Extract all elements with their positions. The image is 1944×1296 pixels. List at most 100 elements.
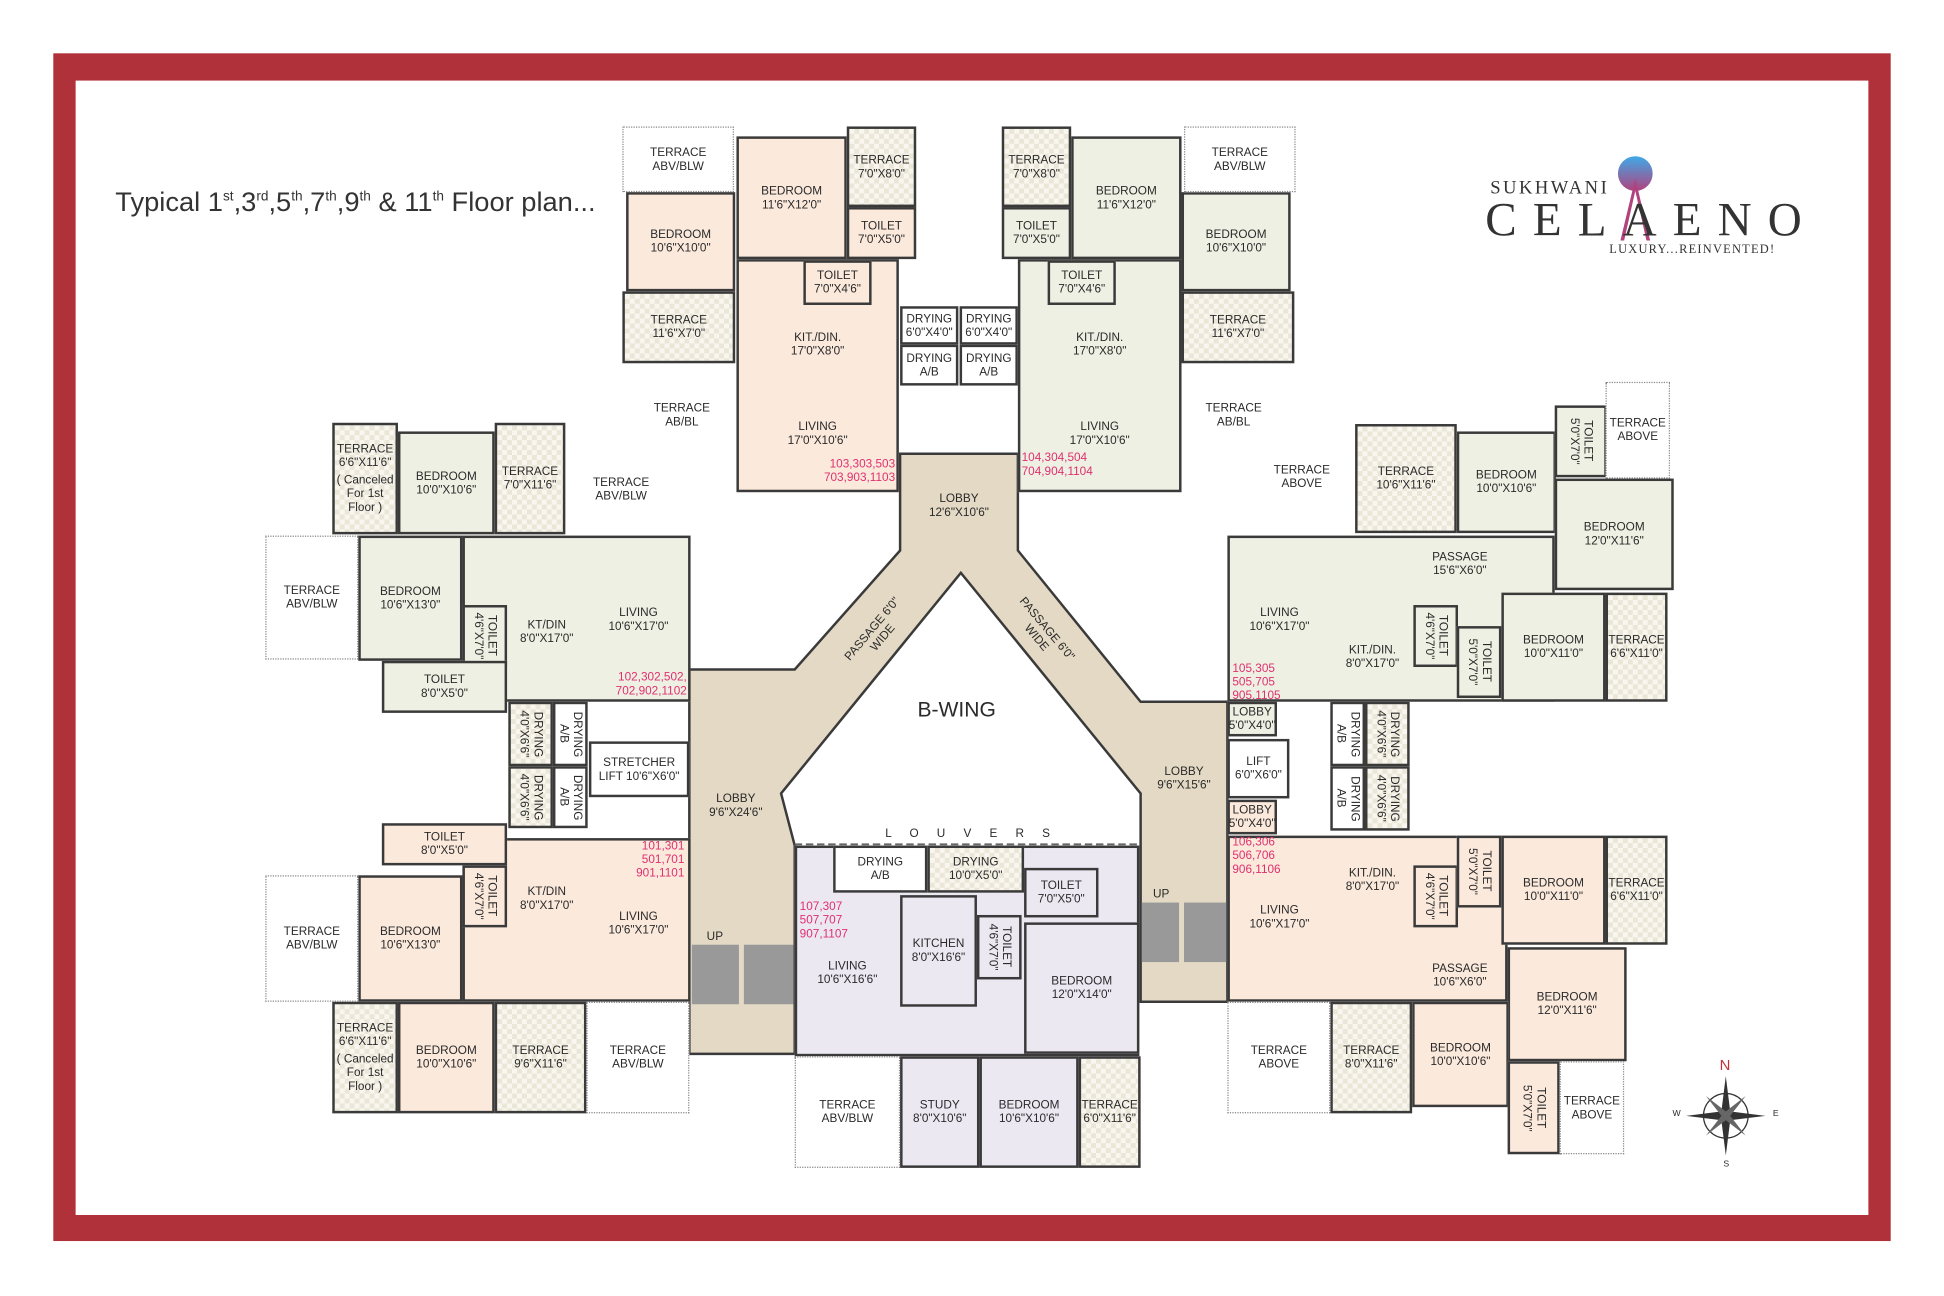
unit-numbers: 106,306 506,706 906,1106 bbox=[1232, 835, 1281, 877]
room-name: LIVING bbox=[619, 910, 658, 924]
room-name: TERRACE bbox=[283, 924, 340, 939]
room-size: 8'0"X5'0" bbox=[421, 686, 468, 701]
room-name: TOILET bbox=[1015, 219, 1057, 234]
room-name: BEDROOM bbox=[1583, 520, 1645, 535]
title-text: & 11 bbox=[370, 185, 433, 217]
room-name: LIVING bbox=[1260, 606, 1299, 620]
room-note: ( Canceled For 1st Floor ) bbox=[336, 1052, 394, 1094]
room-size: 17'0"X8'0" bbox=[790, 344, 845, 358]
room-size: 12'6"X10'6" bbox=[928, 505, 989, 519]
celaeno-logo: SUKHWANI CELAENO LUXURY...REINVENTED! bbox=[1485, 151, 1802, 263]
title-sup: th bbox=[325, 189, 337, 205]
room-name: LIVING bbox=[798, 420, 837, 434]
room-name: KIT./DIN. bbox=[1348, 643, 1397, 658]
room-size: LIFT 10'6"X6'0" bbox=[598, 769, 680, 783]
room-name: DRYING bbox=[906, 311, 953, 326]
room-name: TOILET bbox=[1580, 420, 1595, 462]
room-kit-din: KIT./DIN.17'0"X8'0" bbox=[736, 305, 898, 383]
room-size: 5'0"X4'0" bbox=[1228, 817, 1276, 831]
room-name: BEDROOM bbox=[379, 924, 441, 939]
room-size: ABV/BLW bbox=[612, 1057, 664, 1072]
room-size: 10'6"X10'0" bbox=[1206, 241, 1267, 256]
compass-w: W bbox=[1672, 1109, 1681, 1119]
unit-numbers: 105,305 505,705 905,1105 bbox=[1232, 662, 1281, 703]
room-size: 8'0"X16'6" bbox=[911, 950, 966, 965]
title-sup: rd bbox=[256, 189, 269, 205]
room-size: AB/BL bbox=[665, 415, 699, 429]
room-size: 7'0"X8'0" bbox=[1013, 166, 1060, 181]
wing-label: B-WING bbox=[917, 698, 996, 722]
unit-numbers: 102,302,502, 702,902,1102 bbox=[615, 670, 687, 699]
room-size: 7'0"X4'6" bbox=[814, 282, 861, 297]
room-name: BEDROOM bbox=[998, 1098, 1060, 1113]
room-size: 7'0"X5'0" bbox=[1037, 892, 1085, 907]
room-size: 9'6"X24'6" bbox=[709, 805, 763, 820]
room-size: ABV/BLW bbox=[821, 1112, 874, 1126]
unit-numbers: 104,304,504 704,904,1104 bbox=[1021, 451, 1093, 479]
room-kit-din: KIT./DIN.8'0"X17'0" bbox=[1333, 855, 1412, 905]
room-name: KITCHEN bbox=[912, 937, 965, 951]
room-name: DRYING bbox=[1347, 711, 1362, 757]
room-size: 10'6"X10'6" bbox=[999, 1112, 1060, 1126]
room-name: TERRACE bbox=[1343, 1043, 1400, 1058]
room-name: TERRACE bbox=[1608, 876, 1665, 891]
room-size: 4'6"X7'0" bbox=[471, 612, 485, 660]
room-size: 11'6"X7'0" bbox=[652, 327, 706, 341]
room-size: 10'6"X17'0" bbox=[1249, 619, 1310, 634]
room-name: TERRACE bbox=[1209, 313, 1267, 328]
unit-numbers: 107,307 507,707 907,1107 bbox=[799, 900, 848, 942]
room-name: KT/DIN bbox=[527, 885, 567, 899]
room-name: LIVING bbox=[1260, 903, 1299, 918]
title-text: Floor plan... bbox=[443, 185, 596, 217]
room-size: ABOVE bbox=[1281, 477, 1323, 491]
room-size: 10'6"X10'0" bbox=[650, 241, 711, 256]
room-name: BEDROOM bbox=[1051, 974, 1113, 989]
room-name: LIVING bbox=[619, 606, 658, 620]
room-name: TERRACE bbox=[336, 442, 394, 457]
room-size: AB/BL bbox=[1216, 415, 1251, 429]
room-size: 4'6"X7'0" bbox=[1422, 612, 1436, 660]
room-size: 10'0"X5'0" bbox=[948, 869, 1003, 883]
room-size: ABV/BLW bbox=[286, 938, 338, 953]
room-name: BEDROOM bbox=[379, 584, 441, 599]
room-size: 10'0"X10'6" bbox=[416, 482, 477, 497]
logo-name: CELAENO bbox=[1485, 194, 1818, 247]
room-name: TOILET bbox=[860, 219, 903, 234]
room-name: TERRACE bbox=[1563, 1094, 1621, 1108]
room-name: TOILET bbox=[1435, 615, 1450, 657]
room-name: DRYING bbox=[965, 351, 1012, 366]
room-size: 10'0"X11'0" bbox=[1523, 890, 1584, 904]
room-name: TOILET bbox=[1435, 875, 1450, 917]
room-name: TERRACE bbox=[1609, 416, 1666, 431]
room-name: TOILET bbox=[1040, 879, 1082, 893]
room-size: 12'0"X11'6" bbox=[1537, 1004, 1597, 1018]
room-size: 6'0"X6'0" bbox=[1234, 768, 1282, 783]
room-size: A/B bbox=[556, 787, 571, 807]
room-name: TERRACE bbox=[819, 1098, 876, 1113]
